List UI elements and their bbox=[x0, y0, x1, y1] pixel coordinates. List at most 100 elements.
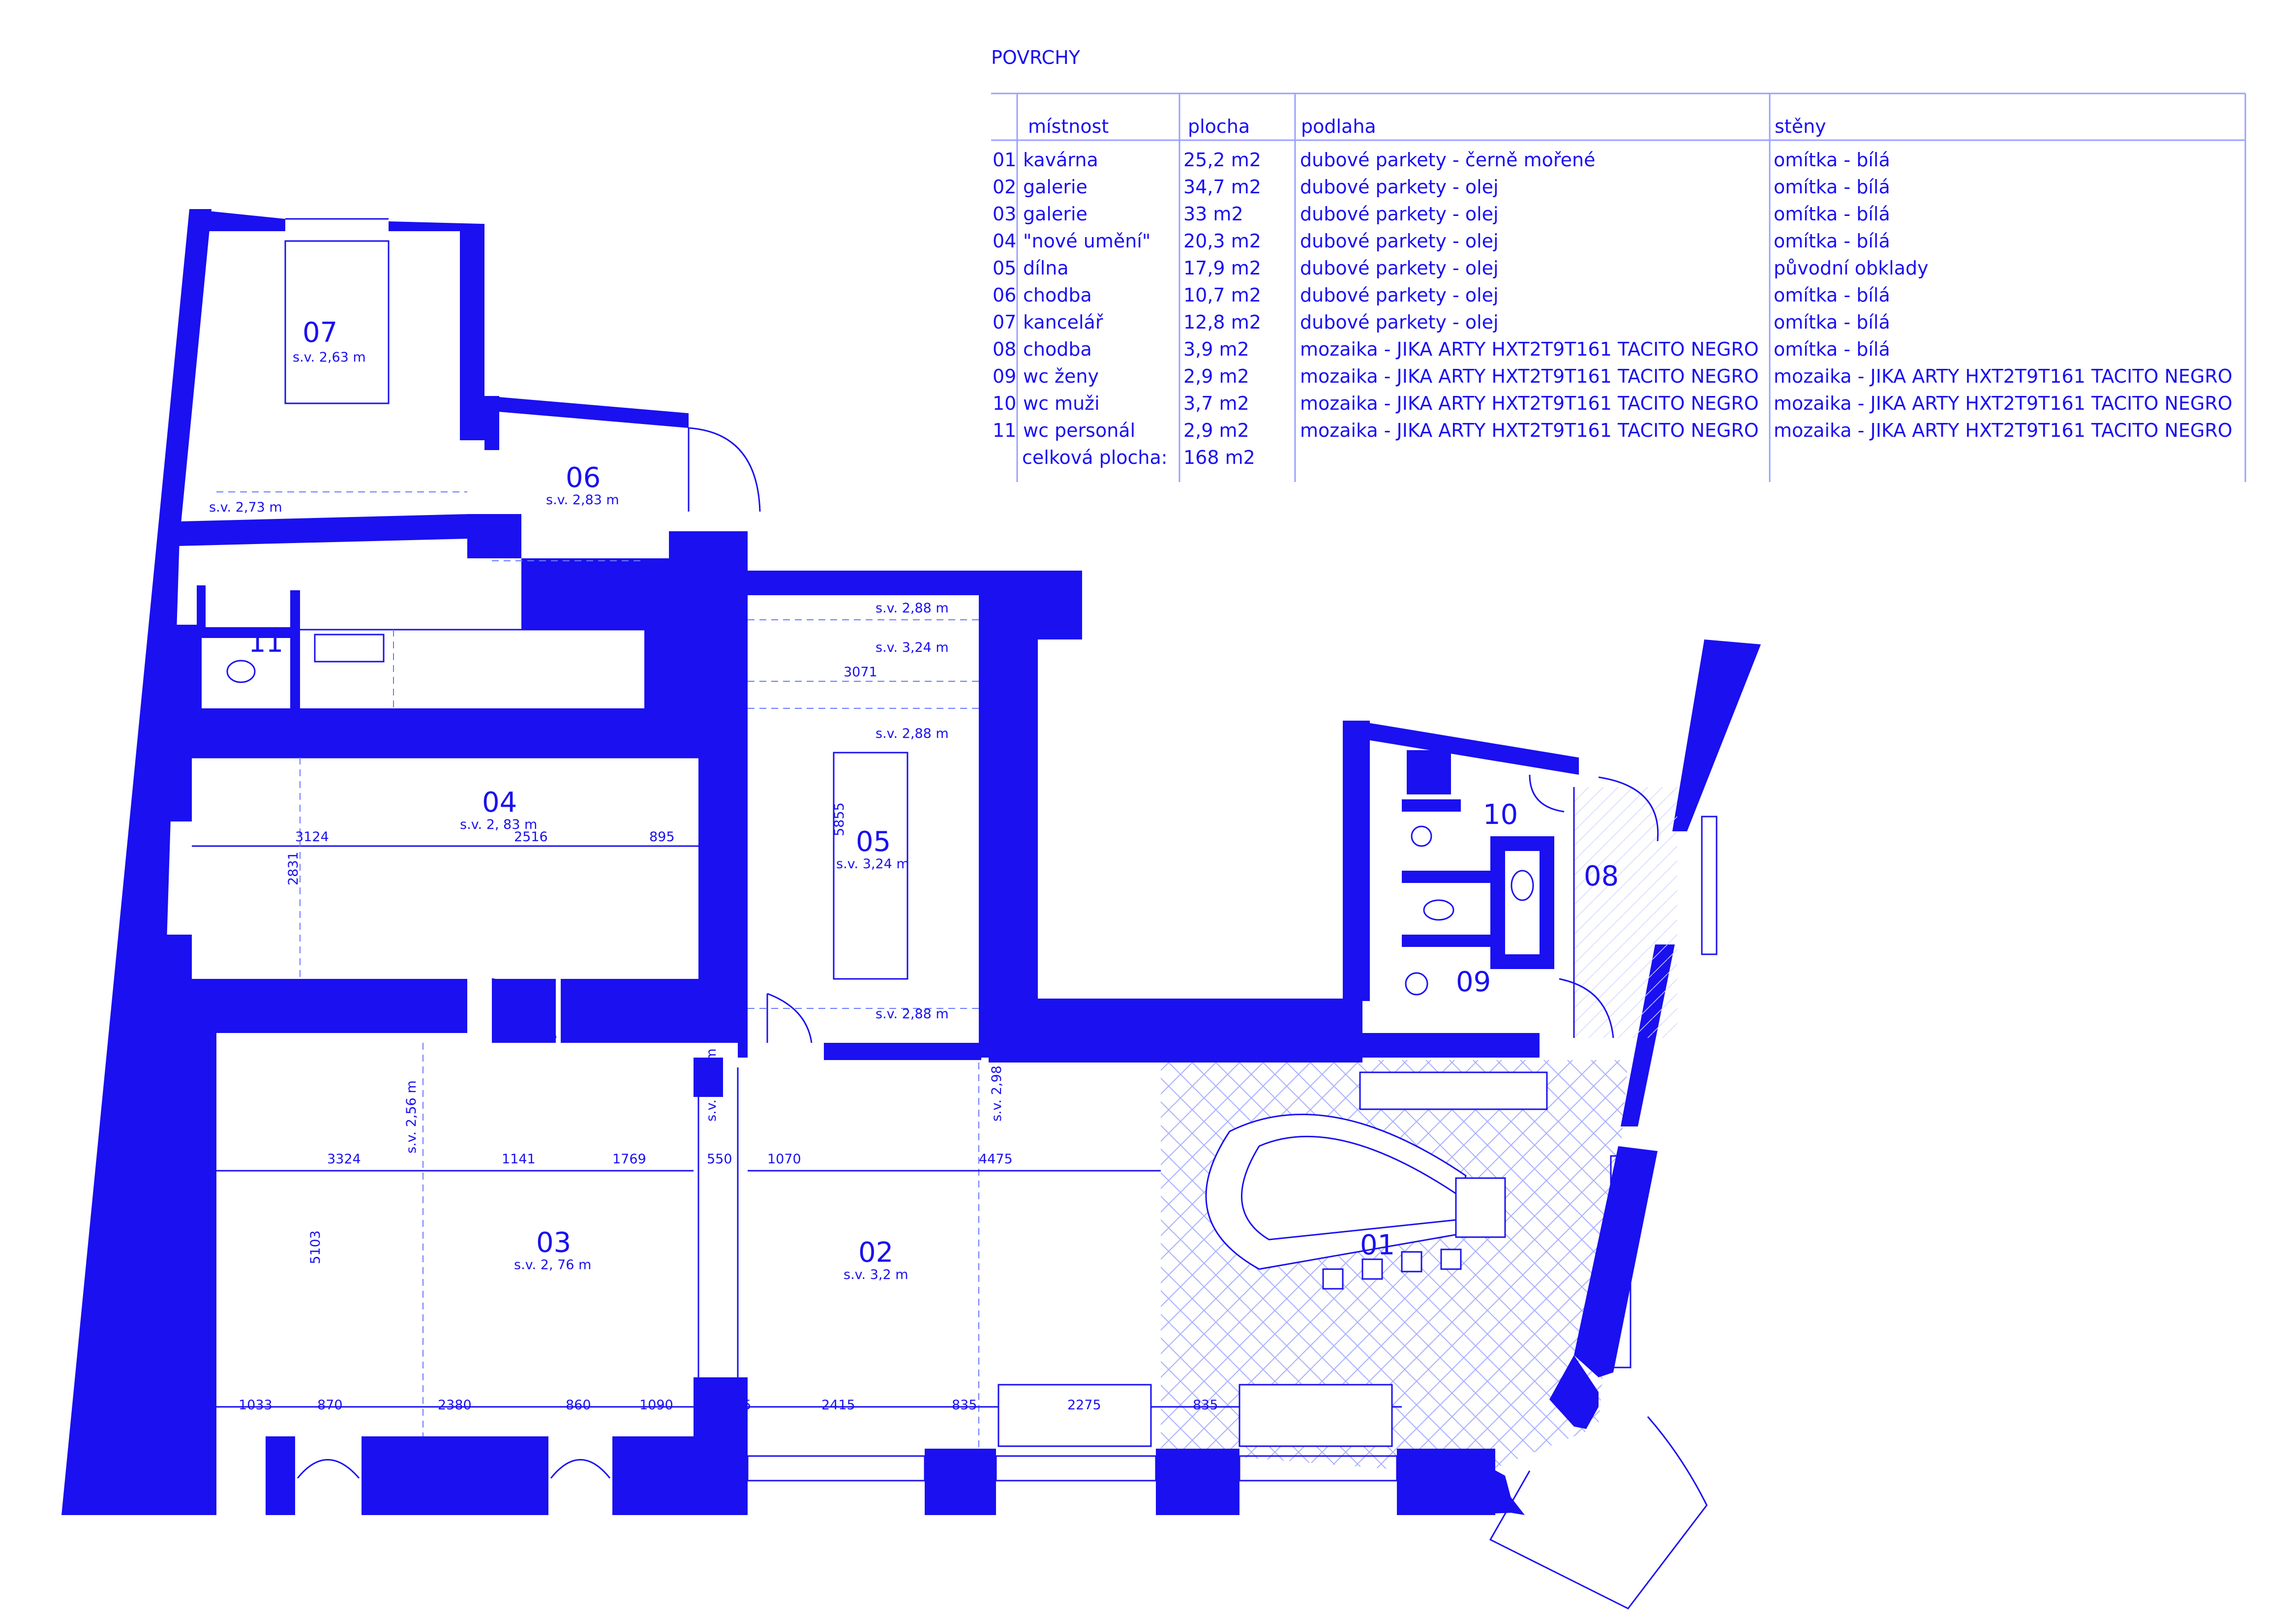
room-06-number: 06 bbox=[566, 462, 601, 494]
table-cell-walls: mozaika - JIKA ARTY HXT2T9T161 TACITO NE… bbox=[1774, 420, 2233, 441]
table-cell-no: 10 bbox=[993, 393, 1016, 414]
table-cell-room: kavárna bbox=[1023, 149, 1098, 171]
height-label: v.k 2,57 m bbox=[687, 638, 702, 708]
table-cell-floor: dubové parkety - olej bbox=[1300, 176, 1499, 198]
table-cell-room: galerie bbox=[1023, 203, 1088, 225]
surfaces-table: POVRCHY místnost plocha podlaha stěny 01… bbox=[991, 47, 2246, 482]
table-cell-area: 20,3 m2 bbox=[1183, 230, 1261, 252]
total-value: 168 m2 bbox=[1183, 447, 1255, 468]
room-03-height: s.v. 2, 76 m bbox=[514, 1257, 591, 1273]
table-cell-walls: původní obklady bbox=[1774, 257, 1929, 279]
table-cell-area: 3,9 m2 bbox=[1183, 338, 1249, 360]
table-cell-room: wc ženy bbox=[1023, 365, 1099, 387]
table-cell-no: 09 bbox=[993, 365, 1016, 387]
table-cell-floor: mozaika - JIKA ARTY HXT2T9T161 TACITO NE… bbox=[1300, 338, 1759, 360]
table-cell-walls: omítka - bílá bbox=[1774, 284, 1890, 306]
dimension-label: 4475 bbox=[979, 1152, 1013, 1167]
room-02-height: s.v. 3,2 m bbox=[844, 1267, 908, 1282]
table-cell-no: 07 bbox=[993, 311, 1016, 333]
table-cell-walls: mozaika - JIKA ARTY HXT2T9T161 TACITO NE… bbox=[1774, 393, 2233, 414]
dimension-label: 870 bbox=[317, 1397, 343, 1413]
table-cell-floor: dubové parkety - olej bbox=[1300, 203, 1499, 225]
header-floor: podlaha bbox=[1301, 116, 1376, 137]
table-cell-floor: dubové parkety - černě mořené bbox=[1300, 149, 1596, 171]
table-cell-room: wc muži bbox=[1023, 393, 1100, 414]
header-room: místnost bbox=[1028, 116, 1109, 137]
table-cell-no: 06 bbox=[993, 284, 1016, 306]
table-cell-no: 05 bbox=[993, 257, 1016, 279]
table-cell-no: 04 bbox=[993, 230, 1016, 252]
table-cell-walls: omítka - bílá bbox=[1774, 203, 1890, 225]
table-cell-area: 2,9 m2 bbox=[1183, 365, 1249, 387]
dimension-label: 2275 bbox=[1067, 1397, 1101, 1413]
table-cell-area: 34,7 m2 bbox=[1183, 176, 1261, 198]
room-07-number: 07 bbox=[302, 317, 337, 349]
interior-lines bbox=[192, 218, 1718, 1610]
height-label: s.v. 2,00 m bbox=[568, 581, 641, 596]
room-05-height: s.v. 3,24 m bbox=[836, 856, 909, 872]
table-cell-no: 08 bbox=[993, 338, 1016, 360]
room-11-number: 11 bbox=[248, 627, 283, 659]
table-cell-floor: dubové parkety - olej bbox=[1300, 311, 1499, 333]
table-cell-floor: mozaika - JIKA ARTY HXT2T9T161 TACITO NE… bbox=[1300, 365, 1759, 387]
table-cell-floor: mozaika - JIKA ARTY HXT2T9T161 TACITO NE… bbox=[1300, 420, 1759, 441]
dimension-label: 835 bbox=[1193, 1397, 1218, 1413]
dimension-label: 835 bbox=[952, 1397, 977, 1413]
height-label: s.v. 2,88 m bbox=[876, 726, 949, 741]
height-label: s.v. 2,98 m bbox=[989, 1048, 1004, 1122]
dimension-label: 1033 bbox=[239, 1397, 272, 1413]
dimension-label: 5855 bbox=[832, 802, 847, 836]
dimension-label: 2516 bbox=[514, 829, 548, 845]
table-cell-walls: mozaika - JIKA ARTY HXT2T9T161 TACITO NE… bbox=[1774, 365, 2233, 387]
table-cell-room: galerie bbox=[1023, 176, 1088, 198]
table-cell-room: chodba bbox=[1023, 338, 1092, 360]
table-title: POVRCHY bbox=[991, 47, 1081, 68]
dimension-label: 1141 bbox=[502, 1152, 536, 1167]
table-cell-area: 25,2 m2 bbox=[1183, 149, 1261, 171]
table-cell-room: kancelář bbox=[1023, 311, 1103, 333]
table-cell-no: 02 bbox=[993, 176, 1016, 198]
table-cell-floor: dubové parkety - olej bbox=[1300, 230, 1499, 252]
table-cell-room: wc personál bbox=[1023, 420, 1135, 441]
dimension-label: 55 bbox=[734, 1397, 751, 1413]
room-05-number: 05 bbox=[856, 826, 891, 858]
table-cell-area: 3,7 m2 bbox=[1183, 393, 1249, 414]
dimension-label: 895 bbox=[649, 829, 675, 845]
dimension-label: 1070 bbox=[767, 1152, 801, 1167]
room-03-number: 03 bbox=[536, 1227, 571, 1259]
table-cell-room: dílna bbox=[1023, 257, 1069, 279]
table-cell-area: 10,7 m2 bbox=[1183, 284, 1261, 306]
height-label: s.v. 2,56 m bbox=[404, 1080, 419, 1154]
table-cell-walls: omítka - bílá bbox=[1774, 176, 1890, 198]
table-cell-walls: omítka - bílá bbox=[1774, 230, 1890, 252]
table-cell-room: "nové umění" bbox=[1023, 230, 1150, 252]
dimension-label: 1769 bbox=[612, 1152, 646, 1167]
height-label: s.v. 2,23 m bbox=[704, 1048, 719, 1122]
table-cell-floor: mozaika - JIKA ARTY HXT2T9T161 TACITO NE… bbox=[1300, 393, 1759, 414]
room-01-number: 01 bbox=[1360, 1229, 1395, 1261]
room-04-height: s.v. 2, 83 m bbox=[460, 817, 537, 832]
table-cell-walls: omítka - bílá bbox=[1774, 338, 1890, 360]
table-cell-walls: omítka - bílá bbox=[1774, 311, 1890, 333]
room-09-number: 09 bbox=[1456, 966, 1491, 998]
height-label: s.v. 3,24 m bbox=[876, 640, 949, 655]
table-cell-area: 12,8 m2 bbox=[1183, 311, 1261, 333]
table-cell-no: 03 bbox=[993, 203, 1016, 225]
table-cell-area: 33 m2 bbox=[1183, 203, 1243, 225]
room-06-height: s.v. 2,83 m bbox=[546, 492, 619, 508]
dimension-label: 3071 bbox=[844, 665, 877, 680]
table-cell-area: 2,9 m2 bbox=[1183, 420, 1249, 441]
room-labels: 07 s.v. 2,63 m 06 s.v. 2,83 m 11 04 s.v.… bbox=[248, 317, 1619, 1282]
dimension-label: 5103 bbox=[308, 1230, 323, 1264]
room-10-number: 10 bbox=[1483, 799, 1518, 831]
dimension-label: 3124 bbox=[295, 829, 329, 845]
table-cell-no: 11 bbox=[993, 420, 1016, 441]
room-07-height: s.v. 2,63 m bbox=[293, 350, 366, 365]
height-label: s.v. 2,88 m bbox=[876, 1006, 949, 1022]
table-cell-floor: dubové parkety - olej bbox=[1300, 284, 1499, 306]
dimensions: 3071 5855 3124 2516 895 2831 3324 1141 1… bbox=[239, 665, 1218, 1413]
table-cell-room: chodba bbox=[1023, 284, 1092, 306]
height-label: s.v. 2,88 m bbox=[876, 601, 949, 616]
